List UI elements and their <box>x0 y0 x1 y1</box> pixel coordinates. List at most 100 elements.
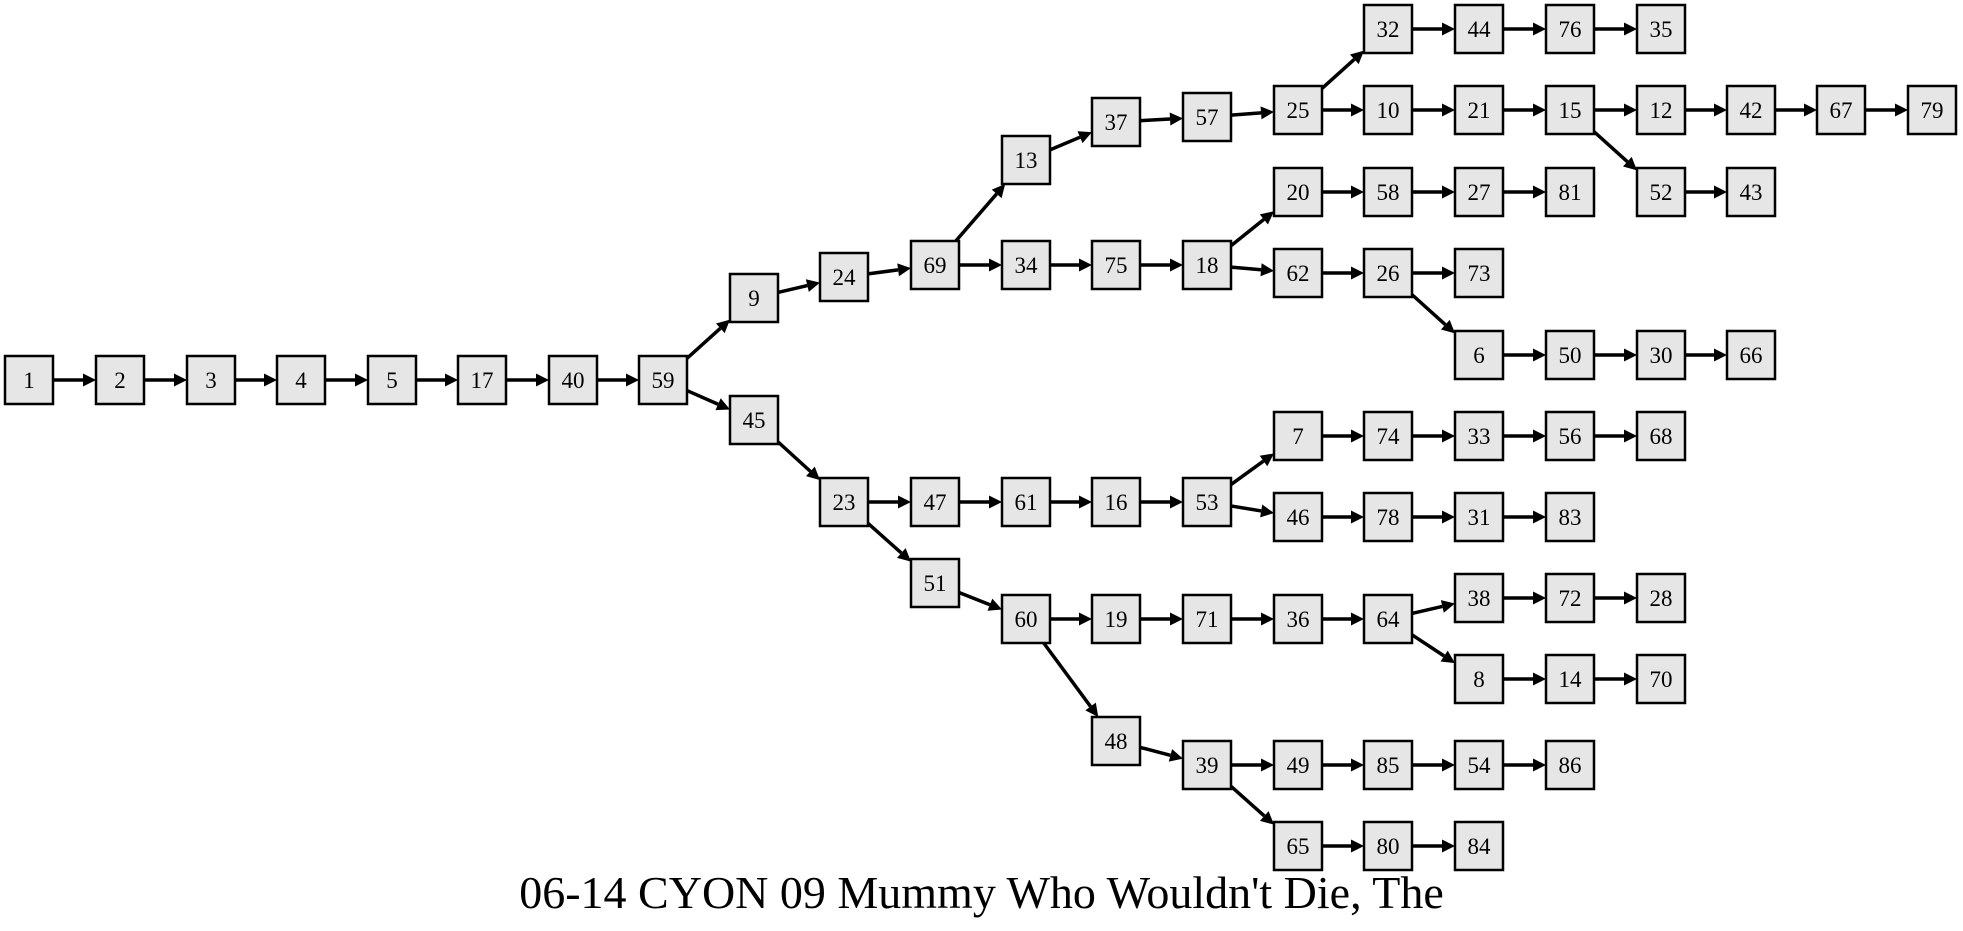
node-label: 18 <box>1196 253 1219 278</box>
arrowhead-75-18 <box>1170 258 1183 272</box>
node-40: 40 <box>547 354 599 406</box>
node-27: 27 <box>1453 166 1505 218</box>
edge-9-24 <box>777 283 808 295</box>
arrowhead-56-68 <box>1624 429 1637 443</box>
node-72: 72 <box>1544 572 1596 624</box>
node-label: 38 <box>1468 586 1491 611</box>
node-71: 71 <box>1181 593 1233 645</box>
node-57: 57 <box>1181 91 1233 143</box>
node-39: 39 <box>1181 739 1233 791</box>
node-65: 65 <box>1272 820 1324 872</box>
node-label: 81 <box>1559 180 1582 205</box>
node-35: 35 <box>1635 3 1687 55</box>
edge-18-20 <box>1229 218 1265 248</box>
edge-48-39 <box>1139 745 1171 758</box>
node-box <box>1090 476 1142 528</box>
node-label: 5 <box>386 368 398 393</box>
arrowhead-6-50 <box>1533 348 1546 362</box>
node-box <box>1635 653 1687 705</box>
node-label: 15 <box>1559 98 1582 123</box>
node-label: 78 <box>1377 505 1400 530</box>
node-68: 68 <box>1635 410 1687 462</box>
arrowhead-34-75 <box>1079 258 1092 272</box>
node-label: 71 <box>1196 607 1219 632</box>
arrowhead-5-17 <box>445 373 458 387</box>
node-51: 51 <box>909 557 961 609</box>
node-box <box>456 354 508 406</box>
node-label: 74 <box>1377 424 1401 449</box>
node-label: 23 <box>833 490 856 515</box>
node-2: 2 <box>94 354 146 406</box>
node-label: 32 <box>1377 17 1400 42</box>
node-80: 80 <box>1362 820 1414 872</box>
node-label: 9 <box>748 286 760 311</box>
arrowhead-49-85 <box>1351 758 1364 772</box>
node-label: 37 <box>1105 110 1128 135</box>
arrowhead-78-31 <box>1442 510 1455 524</box>
arrowhead-69-13 <box>991 184 1006 199</box>
node-label: 52 <box>1650 180 1673 205</box>
arrowhead-53-46 <box>1260 504 1274 518</box>
arrowhead-45-23 <box>806 466 820 481</box>
arrowhead-25-32 <box>1349 50 1364 65</box>
arrowhead-30-66 <box>1714 348 1727 362</box>
edge-64-38 <box>1411 604 1443 616</box>
edge-51-60 <box>958 590 991 607</box>
arrowhead-21-15 <box>1533 103 1546 117</box>
node-box <box>728 394 780 446</box>
node-box <box>1635 3 1687 55</box>
node-label: 79 <box>1921 98 1944 123</box>
arrowhead-1-2 <box>83 373 96 387</box>
node-label: 42 <box>1740 98 1763 123</box>
edge-18-62 <box>1230 265 1262 272</box>
node-label: 12 <box>1650 98 1673 123</box>
node-box <box>1544 491 1596 543</box>
node-label: 44 <box>1468 17 1492 42</box>
node-box <box>1000 476 1052 528</box>
arrowhead-31-83 <box>1533 510 1546 524</box>
node-12: 12 <box>1635 84 1687 136</box>
node-box <box>1272 820 1324 872</box>
node-label: 53 <box>1196 490 1219 515</box>
node-label: 39 <box>1196 753 1219 778</box>
edge-53-46 <box>1230 504 1262 513</box>
node-box <box>1453 329 1505 381</box>
node-44: 44 <box>1453 3 1505 55</box>
node-label: 26 <box>1377 261 1400 286</box>
node-53: 53 <box>1181 476 1233 528</box>
arrowhead-47-61 <box>989 495 1002 509</box>
node-box <box>1362 410 1414 462</box>
node-box <box>1544 739 1596 791</box>
node-25: 25 <box>1272 84 1324 136</box>
edges-layer <box>53 22 1908 853</box>
node-label: 17 <box>471 368 494 393</box>
arrowhead-23-51 <box>896 548 911 562</box>
node-box <box>637 354 689 406</box>
node-label: 33 <box>1468 424 1491 449</box>
node-box <box>1000 134 1052 186</box>
arrowhead-13-37 <box>1077 131 1092 144</box>
edge-39-65 <box>1229 785 1266 818</box>
node-30: 30 <box>1635 329 1687 381</box>
arrowhead-54-86 <box>1533 758 1546 772</box>
node-24: 24 <box>818 251 870 303</box>
node-box <box>1453 247 1505 299</box>
node-label: 14 <box>1559 667 1583 692</box>
arrowhead-37-57 <box>1169 112 1183 126</box>
node-box <box>909 476 961 528</box>
edge-53-7 <box>1229 459 1265 487</box>
arrowhead-52-43 <box>1714 185 1727 199</box>
node-box <box>1362 166 1414 218</box>
node-box <box>185 354 237 406</box>
node-50: 50 <box>1544 329 1596 381</box>
node-label: 75 <box>1105 253 1128 278</box>
edge-57-25 <box>1230 111 1262 117</box>
node-23: 23 <box>818 476 870 528</box>
node-label: 83 <box>1559 505 1582 530</box>
node-73: 73 <box>1453 247 1505 299</box>
node-54: 54 <box>1453 739 1505 791</box>
node-box <box>1090 715 1142 767</box>
node-box <box>909 557 961 609</box>
node-81: 81 <box>1544 166 1596 218</box>
